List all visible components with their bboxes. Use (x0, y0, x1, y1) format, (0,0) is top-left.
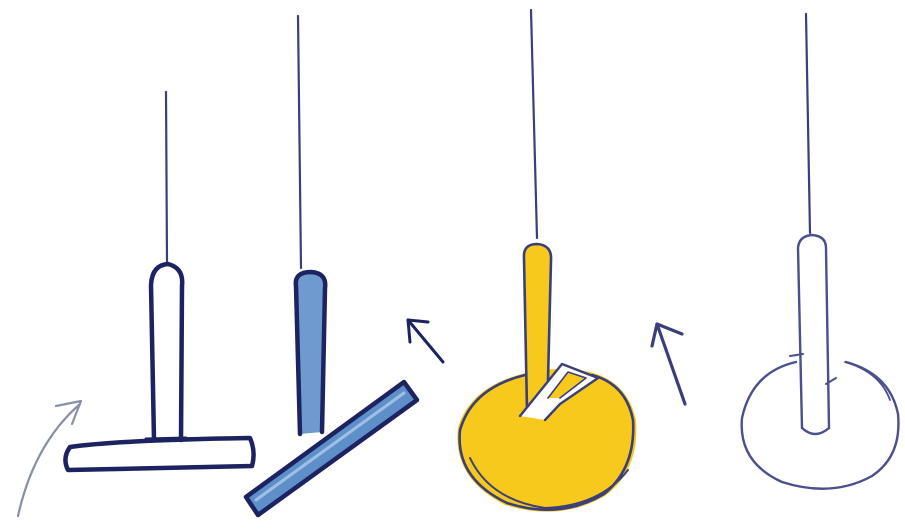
t-squeegee-join (146, 438, 186, 439)
tilted-squeegee (246, 272, 417, 515)
arrow-up-shaft (657, 324, 685, 404)
outline-disc (742, 362, 899, 489)
curved-arrow-left (18, 401, 81, 516)
arrow-up (652, 324, 685, 404)
t-squeegee (65, 264, 253, 470)
arrow-up-left-shaft (408, 320, 443, 362)
t-squeegee-blade (65, 438, 253, 470)
tilted-squeegee-blade-inner (256, 393, 404, 500)
string-3 (531, 10, 537, 238)
curved-arrow-shaft (18, 404, 80, 516)
hanging-strings (166, 10, 810, 268)
yellow-disc-tool (457, 244, 636, 512)
outline-handle (798, 235, 829, 428)
outline-disc-echo (845, 362, 890, 400)
t-squeegee-handle (151, 264, 182, 440)
outline-handle-base (802, 428, 829, 434)
arrow-up-left (408, 320, 443, 362)
string-4 (806, 14, 810, 233)
curved-arrow-head (56, 401, 81, 424)
arrow-up-head (652, 324, 682, 346)
string-2 (298, 16, 301, 268)
string-1 (166, 92, 167, 262)
outline-disc-tool (742, 235, 899, 489)
